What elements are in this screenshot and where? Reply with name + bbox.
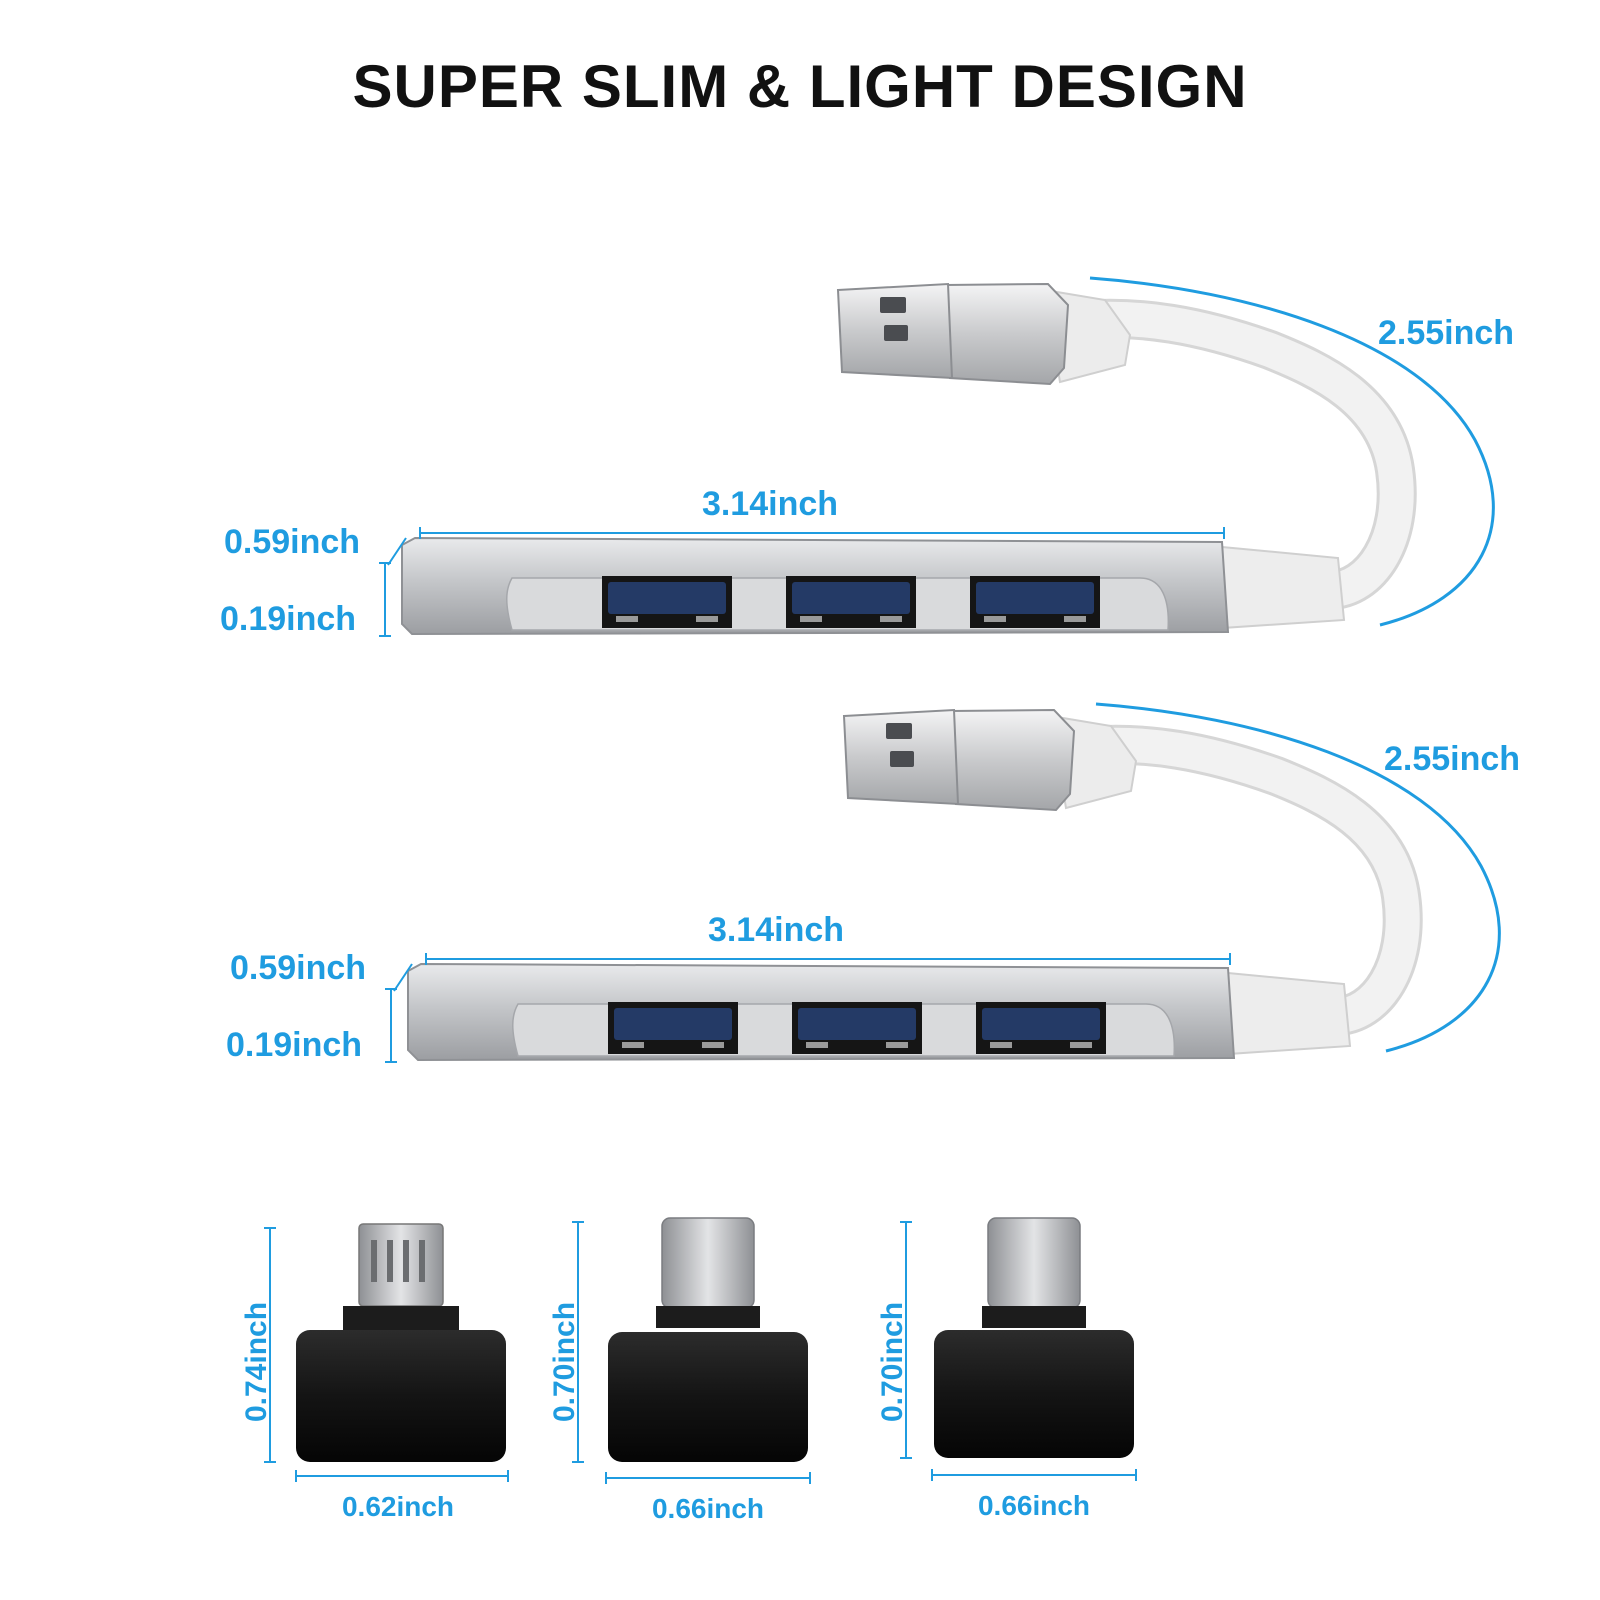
plug-hole — [886, 723, 912, 739]
adapter-width-label: 0.62inch — [342, 1491, 454, 1522]
usb-hub-2: 3.14inch 0.59inch 0.19inch 2.55inch — [226, 702, 1520, 1064]
depth-dimension-line — [387, 537, 407, 566]
adapter-width-label: 0.66inch — [652, 1493, 764, 1524]
usb-a-plug-housing — [949, 708, 1076, 812]
height-label: 0.19inch — [226, 1026, 362, 1064]
otg-adapter-2: 0.70inch 0.66inch — [548, 1217, 811, 1524]
port-contact — [880, 616, 902, 622]
port-tongue — [976, 582, 1094, 614]
port-contact — [622, 1042, 644, 1048]
adapter-body — [296, 1330, 506, 1462]
port-contact — [1064, 616, 1086, 622]
port-tongue — [982, 1008, 1100, 1040]
port-contact — [990, 1042, 1012, 1048]
port-contact — [984, 616, 1006, 622]
page-title: SUPER SLIM & LIGHT DESIGN — [352, 53, 1248, 120]
usb-a-port — [792, 1002, 922, 1054]
connector-ridge — [403, 1240, 409, 1282]
connector-neck — [656, 1306, 760, 1328]
connector-ridge — [387, 1240, 393, 1282]
port-contact — [616, 616, 638, 622]
cable-length-label: 2.55inch — [1378, 314, 1514, 352]
usb-c-connector — [661, 1217, 755, 1309]
port-contact — [696, 616, 718, 622]
adapter-width-label: 0.66inch — [978, 1490, 1090, 1521]
connector-ridge — [371, 1240, 377, 1282]
usb-c-connector — [987, 1217, 1081, 1309]
port-contact — [886, 1042, 908, 1048]
cable — [1069, 727, 1420, 1033]
adapter-body — [608, 1332, 808, 1462]
usb-a-port — [608, 1002, 738, 1054]
usb-a-port — [970, 576, 1100, 628]
length-label: 3.14inch — [708, 911, 844, 949]
depth-dimension-line — [393, 963, 413, 992]
depth-label: 0.59inch — [224, 523, 360, 561]
plug-hole — [884, 325, 908, 341]
usb-a-port — [976, 1002, 1106, 1054]
port-contact — [806, 1042, 828, 1048]
body-strain-relief — [1221, 545, 1346, 630]
plug-hole — [880, 297, 906, 313]
cable-dimension-arc — [1089, 276, 1495, 627]
length-label: 3.14inch — [702, 485, 838, 523]
port-tongue — [614, 1008, 732, 1040]
cable-dimension-arc — [1095, 702, 1501, 1053]
cable-length-label: 2.55inch — [1384, 740, 1520, 778]
usb-hub-1: 3.14inch 0.59inch 0.19inch 2.55inch — [220, 276, 1514, 638]
adapter-body — [934, 1330, 1134, 1458]
otg-adapter-1: 0.74inch 0.62inch — [240, 1223, 509, 1522]
port-tongue — [792, 582, 910, 614]
plug-hole — [890, 751, 914, 767]
usb-a-port — [786, 576, 916, 628]
adapter-height-label: 0.74inch — [240, 1302, 273, 1422]
adapter-height-label: 0.70inch — [876, 1302, 909, 1422]
port-contact — [702, 1042, 724, 1048]
otg-adapter-3: 0.70inch 0.66inch — [876, 1217, 1137, 1521]
connector-ridge — [419, 1240, 425, 1282]
port-contact — [1070, 1042, 1092, 1048]
depth-label: 0.59inch — [230, 949, 366, 987]
cable — [1063, 301, 1414, 607]
height-label: 0.19inch — [220, 600, 356, 638]
port-tongue — [608, 582, 726, 614]
connector-neck — [343, 1306, 459, 1332]
port-contact — [800, 616, 822, 622]
usb-a-plug-housing — [943, 282, 1070, 386]
adapter-height-label: 0.70inch — [548, 1302, 581, 1422]
body-strain-relief — [1227, 971, 1352, 1056]
port-tongue — [798, 1008, 916, 1040]
usb-a-port — [602, 576, 732, 628]
connector-neck — [982, 1306, 1086, 1328]
